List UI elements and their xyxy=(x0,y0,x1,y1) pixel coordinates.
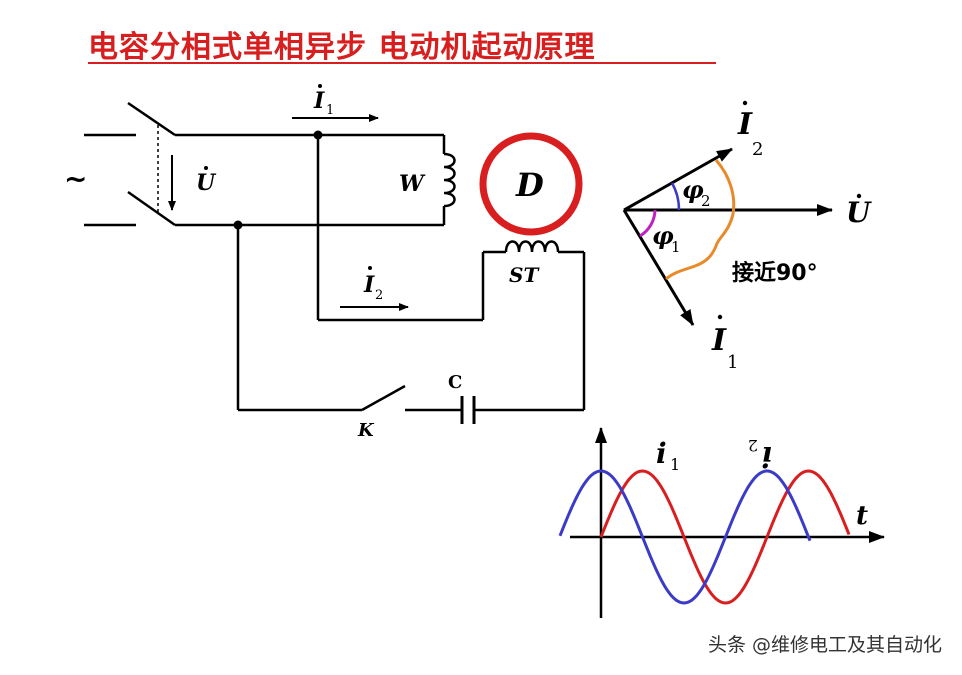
angle-note: 接近90° xyxy=(732,260,818,286)
waveform-chart: i 1 i 2 t xyxy=(558,427,885,618)
phi1-arc-inner xyxy=(639,209,657,238)
junction-bottom xyxy=(233,220,243,230)
main-switch-blade-bottom xyxy=(127,190,176,227)
current1-dot xyxy=(318,84,322,88)
wave-i2-label: i xyxy=(761,440,772,473)
phi2-arc-inner xyxy=(670,182,681,211)
wave-i1-label: i xyxy=(656,437,667,470)
phi2-sub: 2 xyxy=(701,192,711,210)
circuit-diagram xyxy=(84,101,586,424)
wave-i1-sub: 1 xyxy=(670,455,680,474)
voltage-label-group: U xyxy=(196,166,217,196)
wave-i2-label-group: i 2 xyxy=(748,436,772,473)
phasor-u-label-group: U xyxy=(846,193,872,229)
phasor-u-dot xyxy=(856,193,862,199)
phasor-u-label: U xyxy=(846,196,872,229)
phasor-i2 xyxy=(623,147,733,212)
phasor-i2-label-group: I 2 xyxy=(737,100,763,160)
wave-i1-curve xyxy=(599,469,851,605)
phasor-i1-label: I xyxy=(711,323,727,358)
phi2-label-group: φ 2 xyxy=(682,175,711,210)
phasor-i2-dot xyxy=(742,100,748,106)
phi-total-arc xyxy=(665,159,736,281)
wave-t-label: t xyxy=(856,501,868,531)
phi1-sub: 1 xyxy=(671,238,681,256)
current2-label: I xyxy=(363,272,375,298)
main-switch-blade-top xyxy=(127,101,176,137)
w-winding-coil xyxy=(443,152,456,208)
k-switch-blade xyxy=(361,384,406,412)
current1-label-group: I 1 xyxy=(313,84,334,118)
motor-ring xyxy=(479,132,583,236)
title-underline xyxy=(88,62,716,64)
phi1-label-group: φ 1 xyxy=(652,221,681,256)
phasor-i2-label: I xyxy=(737,107,753,142)
voltage-dot xyxy=(204,166,208,170)
phasor-i1-label-group: I 1 xyxy=(711,314,738,373)
winding-st-label: ST xyxy=(509,263,540,287)
wave-i2-curve xyxy=(558,469,812,605)
current1-sub: 1 xyxy=(326,103,334,118)
phi1-label: φ xyxy=(652,221,674,250)
watermark: 头条 @维修电工及其自动化 xyxy=(707,634,942,656)
wave-i1-label-group: i 1 xyxy=(656,437,680,474)
voltage-label: U xyxy=(196,170,217,196)
wave-i2-sub: 2 xyxy=(748,436,758,455)
phasor-i1-dot xyxy=(717,314,723,320)
motor-label: D xyxy=(515,166,544,204)
page-title: 电容分相式单相异步 电动机起动原理 xyxy=(88,30,596,65)
winding-w-label: W xyxy=(399,171,426,197)
st-winding-coil xyxy=(504,240,560,253)
current2-label-group: I 2 xyxy=(363,266,383,303)
phi2-label: φ xyxy=(682,175,704,204)
phasor-diagram: U I 2 I 1 φ 2 φ 1 接近90° xyxy=(622,100,872,373)
phasor-i1-sub: 1 xyxy=(727,352,738,373)
phasor-i1 xyxy=(622,209,695,326)
current2-dot xyxy=(368,266,372,270)
capacitor-label: C xyxy=(448,372,462,393)
phasor-i2-sub: 2 xyxy=(752,139,763,160)
current2-sub: 2 xyxy=(375,288,383,303)
current1-label: I xyxy=(313,88,325,114)
switch-k-label: K xyxy=(357,420,375,441)
junction-top xyxy=(313,130,323,140)
source-symbol: ~ xyxy=(64,162,87,195)
